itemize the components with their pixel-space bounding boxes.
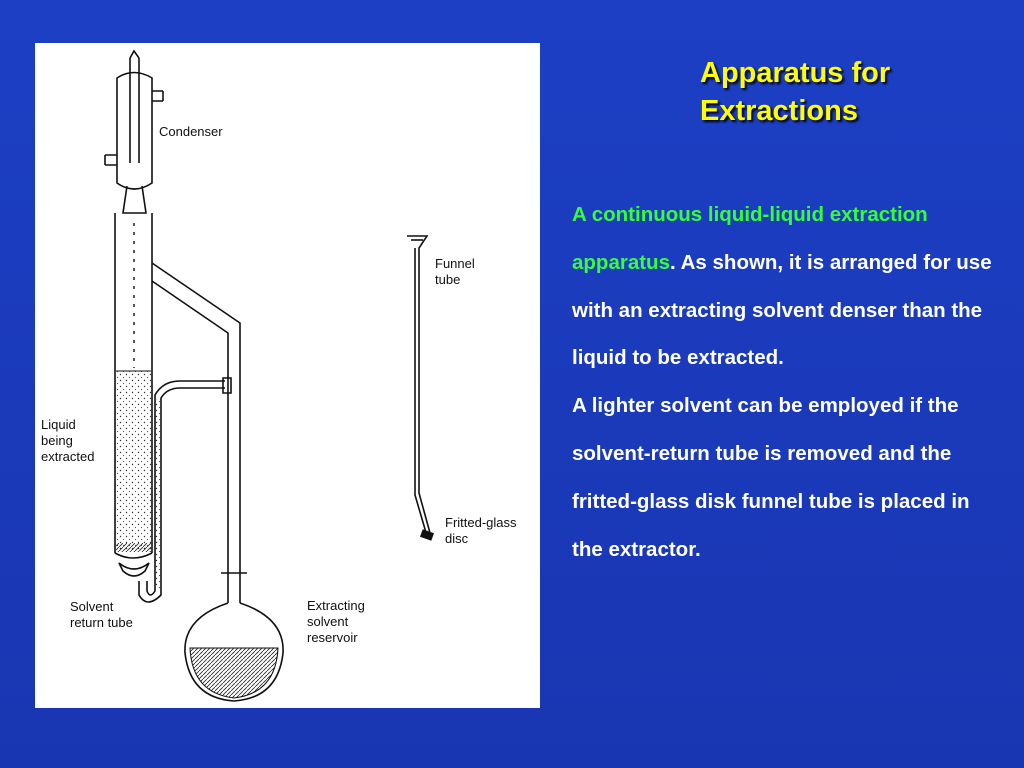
slide-title: Apparatus for Extractions <box>700 54 1000 130</box>
description-text-1: . As shown, it is arranged for use with … <box>572 250 992 370</box>
vapour-side-arm <box>151 262 241 573</box>
label-fritted-1: Fritted-glass <box>445 515 517 530</box>
label-liquid-3: extracted <box>41 449 94 464</box>
description-highlight: A continuous liquid-liquid extraction ap… <box>572 203 928 274</box>
label-reservoir-1: Extracting <box>307 598 365 613</box>
condenser <box>104 49 164 214</box>
extraction-apparatus-diagram: Condenser Funnel tube Liquid being extra… <box>35 43 540 708</box>
label-solvent-2: return tube <box>70 615 133 630</box>
fritted-glass-disc-shape <box>419 529 435 541</box>
label-liquid-1: Liquid <box>41 417 76 432</box>
extractor-tube <box>114 213 153 577</box>
title-line-1: Apparatus for <box>700 57 891 89</box>
label-fritted-2: disc <box>445 531 469 546</box>
label-funnel-2: tube <box>435 272 460 287</box>
return-tube-liquid <box>155 399 161 589</box>
description-text-2: A lighter solvent can be employed if the… <box>572 394 970 561</box>
reservoir-solvent-fill <box>189 647 279 699</box>
label-condenser: Condenser <box>159 124 223 139</box>
label-reservoir-2: solvent <box>307 614 349 629</box>
solvent-reservoir-flask <box>184 572 284 702</box>
label-funnel-1: Funnel <box>435 256 475 271</box>
label-solvent-1: Solvent <box>70 599 114 614</box>
dense-solvent-layer <box>116 543 151 552</box>
apparatus-drawing: Condenser Funnel tube Liquid being extra… <box>41 49 517 702</box>
funnel-tube-drawing <box>407 235 431 537</box>
title-line-2: Extractions <box>700 95 858 127</box>
label-liquid-2: being <box>41 433 73 448</box>
description-text: A continuous liquid-liquid extraction ap… <box>572 191 1002 573</box>
liquid-being-extracted-fill <box>116 371 151 551</box>
label-reservoir-3: reservoir <box>307 630 358 645</box>
